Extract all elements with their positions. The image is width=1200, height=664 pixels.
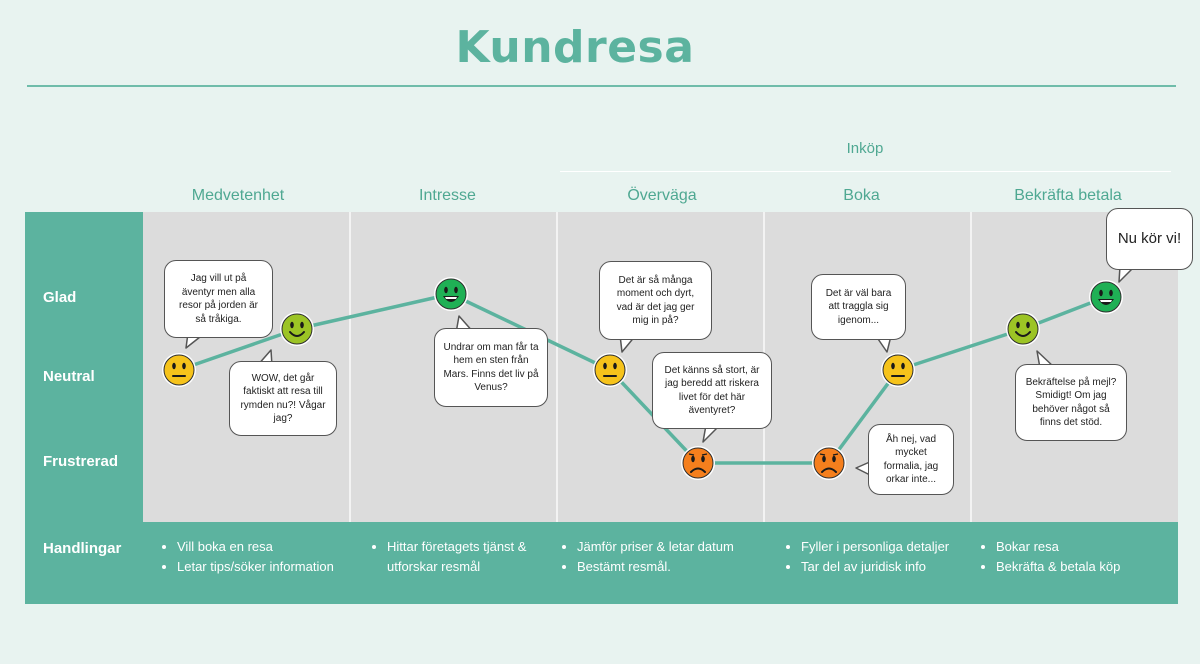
list-item: Hittar företagets tjänst & utforskar res…: [387, 537, 557, 576]
emoji-face-smile: [280, 312, 314, 346]
speech-bubble: Åh nej, vad mycket formalia, jag orkar i…: [868, 424, 954, 495]
row-label-neutral: Neutral: [43, 368, 95, 385]
speech-bubble: WOW, det går faktiskt att resa till rymd…: [229, 361, 337, 436]
phase-overvaga: Överväga: [627, 187, 697, 204]
phase-bekrafta-betala: Bekräfta betala: [1014, 187, 1122, 204]
journey-segment: [178, 327, 298, 372]
journey-segment: [827, 368, 900, 465]
row-header-column: Glad Neutral Frustrerad: [25, 212, 143, 522]
actions-row: Handlingar Vill boka en resa Letar tips/…: [25, 522, 1178, 604]
emoji-face-grin: [434, 277, 468, 311]
phase-intresse: Intresse: [419, 187, 476, 204]
speech-bubble: Det är väl bara att traggla sig igenom..…: [811, 274, 906, 340]
emoji-face-sad: [681, 446, 715, 480]
speech-bubble: Jag vill ut på äventyr men alla resor på…: [164, 260, 273, 338]
column-divider: [970, 212, 972, 522]
emoji-face-neutral: [881, 353, 915, 387]
list-item: Bekräfta & betala köp: [996, 557, 1176, 577]
list-item: Jämför priser & letar datum: [577, 537, 767, 557]
column-divider: [349, 212, 351, 522]
speech-bubble: Undrar om man får ta hem en sten från Ma…: [434, 328, 548, 407]
column-divider: [556, 212, 558, 522]
list-item: Bestämt resmål.: [577, 557, 767, 577]
list-item: Letar tips/söker information: [177, 557, 377, 577]
title-divider: [27, 85, 1176, 87]
emoji-face-sad: [812, 446, 846, 480]
emoji-face-smile: [1006, 312, 1040, 346]
emoji-face-neutral: [162, 353, 196, 387]
journey-line: [178, 292, 1107, 465]
group-divider: [560, 171, 1171, 172]
phase-medvetenhet: Medvetenhet: [191, 187, 285, 204]
actions-list-intresse: Hittar företagets tjänst & utforskar res…: [373, 537, 557, 576]
journey-segment: [897, 327, 1024, 372]
speech-bubble: Det är så många moment och dyrt, vad är …: [599, 261, 712, 340]
list-item: Tar del av juridisk info: [801, 557, 951, 577]
actions-label: Handlingar: [43, 540, 122, 557]
emotion-faces: [162, 277, 1123, 480]
group-label-inkop: Inköp: [846, 140, 884, 157]
actions-list-medvetenhet: Vill boka en resa Letar tips/söker infor…: [163, 537, 377, 576]
actions-list-overvaga: Jämför priser & letar datum Bestämt resm…: [563, 537, 767, 576]
speech-bubble: Nu kör vi!: [1106, 208, 1193, 270]
speech-bubble: Det känns så stort, är jag beredd att ri…: [652, 352, 772, 429]
row-label-frustrerad: Frustrerad: [43, 453, 119, 470]
row-label-glad: Glad: [43, 289, 77, 306]
emoji-face-grin: [1089, 280, 1123, 314]
actions-list-bekrafta-betala: Bokar resa Bekräfta & betala köp: [982, 537, 1176, 576]
journey-segment: [296, 292, 452, 331]
list-item: Fyller i personliga detaljer: [801, 537, 951, 557]
phase-boka: Boka: [843, 187, 880, 204]
actions-list-boka: Fyller i personliga detaljer Tar del av …: [787, 537, 951, 576]
emoji-face-neutral: [593, 353, 627, 387]
page-title: Kundresa: [455, 22, 695, 73]
list-item: Vill boka en resa: [177, 537, 377, 557]
speech-bubble: Bekräftelse på mejl? Smidigt! Om jag beh…: [1015, 364, 1127, 441]
list-item: Bokar resa: [996, 537, 1176, 557]
